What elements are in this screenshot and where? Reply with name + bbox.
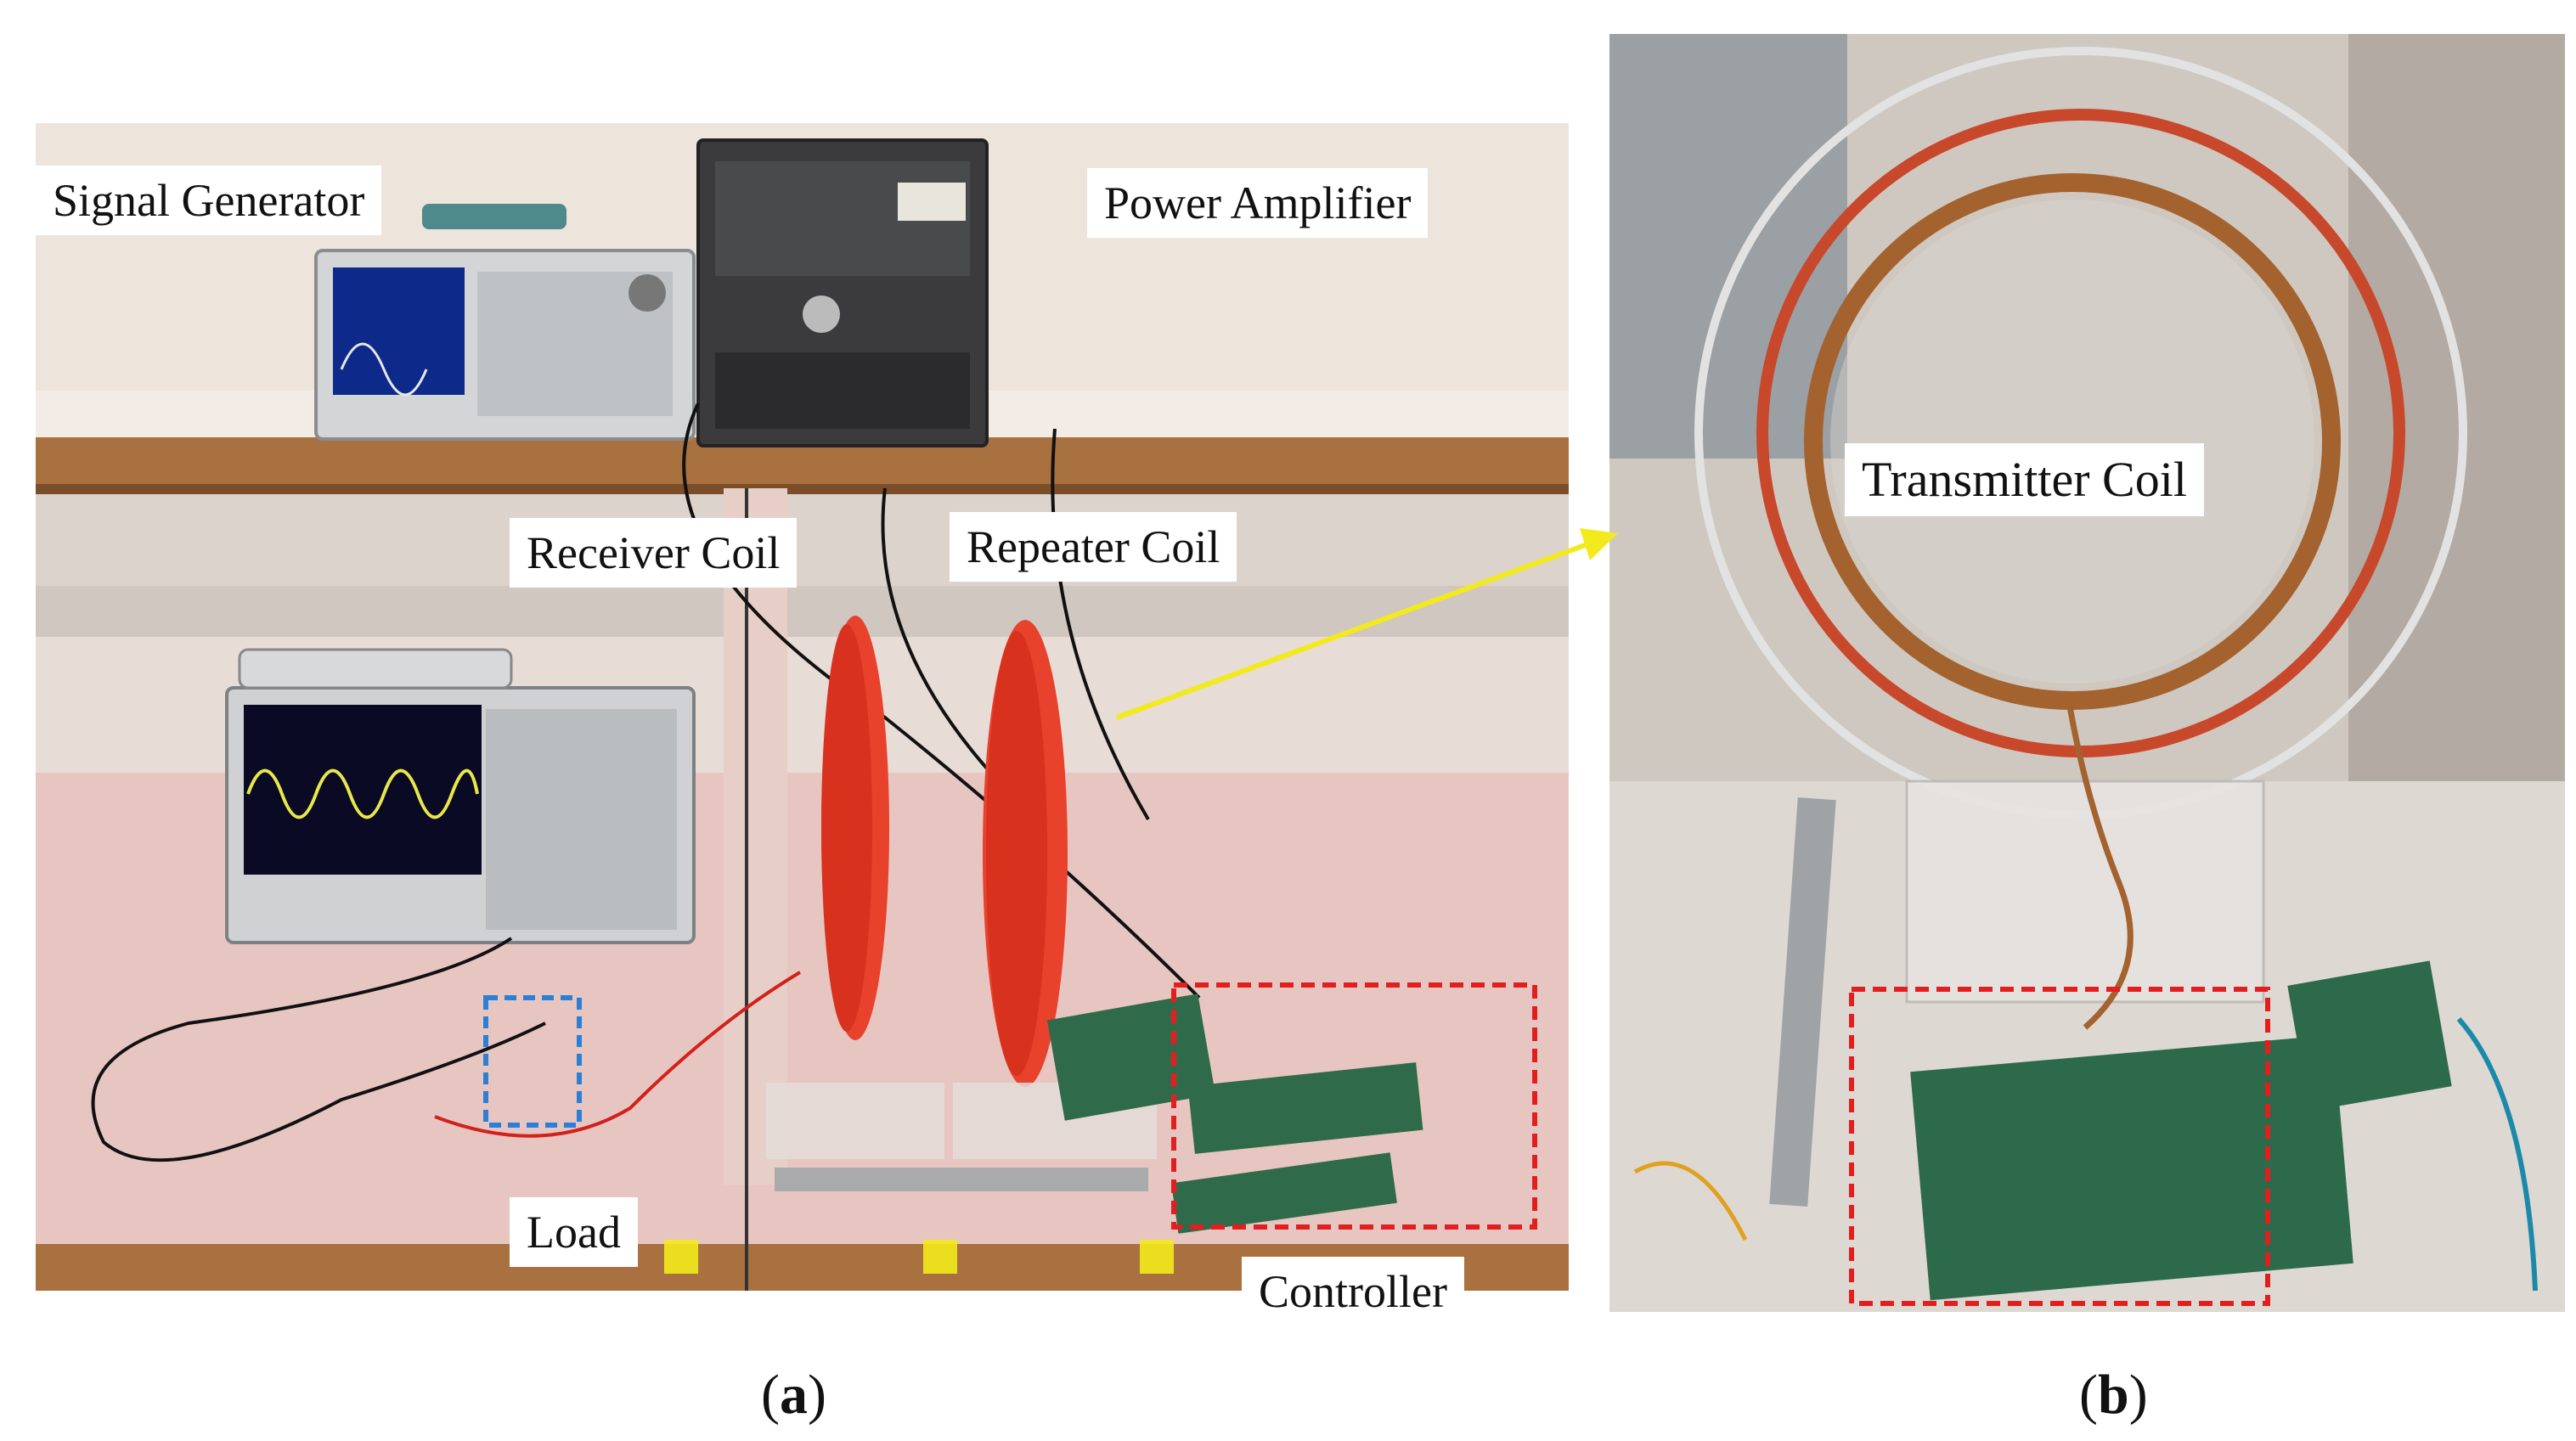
label-signal-generator: Signal Generator xyxy=(36,166,382,235)
oscilloscope-device xyxy=(225,648,696,944)
label-controller: Controller xyxy=(1242,1257,1464,1326)
panel-a-photo xyxy=(36,123,1569,1291)
repeater-coil-device xyxy=(953,620,1157,1159)
receiver-coil-device xyxy=(766,616,944,1159)
label-power-amplifier: Power Amplifier xyxy=(1087,168,1429,238)
caption-a: (a) xyxy=(761,1364,826,1426)
controller-highlight-box xyxy=(1171,982,1537,1230)
controller-highlight-box-b xyxy=(1849,987,2270,1306)
label-transmitter-coil: Transmitter Coil xyxy=(1845,443,2204,516)
panel-b-scene xyxy=(1609,34,2565,1312)
label-load: Load xyxy=(510,1197,638,1267)
panel-b-photo xyxy=(1609,34,2565,1312)
label-receiver-coil: Receiver Coil xyxy=(510,518,798,588)
load-highlight-box xyxy=(483,995,582,1128)
label-repeater-coil: Repeater Coil xyxy=(950,512,1237,582)
wires xyxy=(91,402,1201,1162)
panel-a-scene xyxy=(36,123,1569,1291)
signal-generator-device xyxy=(314,204,696,441)
caption-b: (b) xyxy=(2079,1364,2148,1426)
controller-board xyxy=(1910,1034,2353,1301)
controller-boards xyxy=(1046,994,1423,1234)
power-amplifier-device xyxy=(696,138,989,447)
